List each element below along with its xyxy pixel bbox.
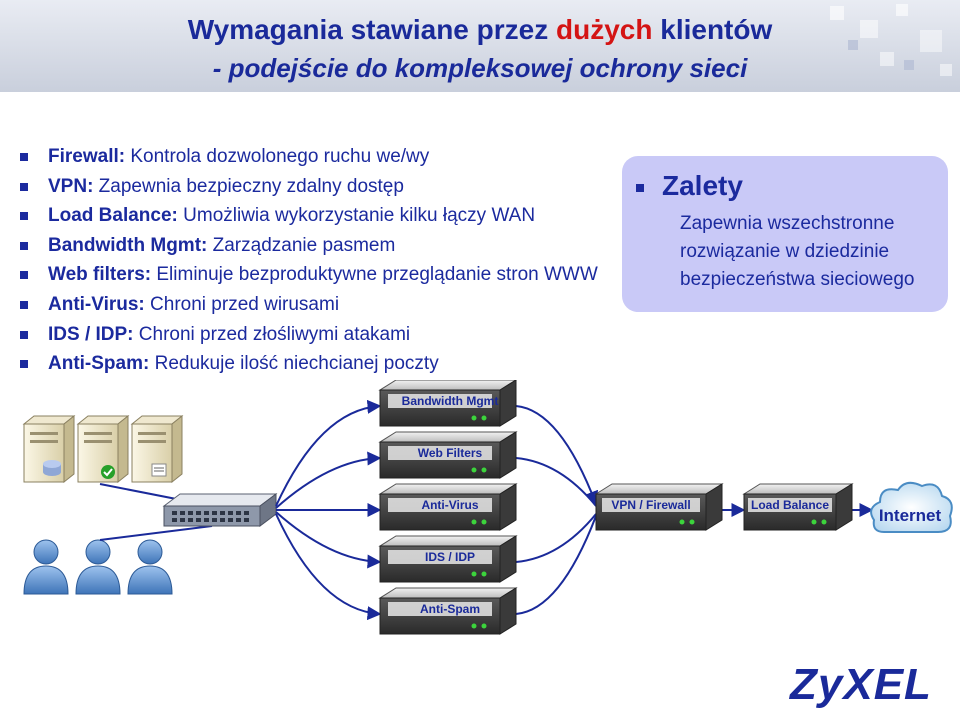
device-label: Web Filters [418,446,483,460]
list-item: Load Balance: Umożliwia wykorzystanie ki… [20,201,598,231]
title-bar: Wymagania stawiane przez dużych klientów… [0,0,960,92]
server-icon [22,414,76,484]
device-label: Anti-Virus [421,498,478,512]
device-anti-spam: Anti-Spam [378,587,518,635]
user-icon [75,539,121,595]
internet-label: Internet [879,506,942,525]
device-label: Bandwidth Mgmt [402,394,499,408]
server-icon [76,414,130,484]
bullet-square-icon [20,360,28,369]
network-diagram: Bandwidth Mgmt Web Filters Anti-Virus ID… [22,380,953,635]
device-label: Load Balance [751,498,829,512]
list-item: VPN: Zapewnia bezpieczny zdalny dostęp [20,172,598,202]
advantages-box: Zalety Zapewnia wszechstronne rozwiązani… [622,156,948,312]
bullet-square-icon [20,300,28,309]
page-subtitle: - podejście do kompleksowej ochrony siec… [212,53,748,83]
requirements-list: Firewall: Kontrola dozwolonego ruchu we/… [20,142,598,379]
bullet-square-icon [20,330,28,339]
internet-cloud-icon: Internet [870,481,953,533]
connection-arrows-left [275,399,382,621]
zyxel-logo: ZyXEL [790,660,932,709]
list-item: Anti-Virus: Chroni przed wirusami [20,290,598,320]
list-item: Anti-Spam: Redukuje ilość niechcianej po… [20,349,598,379]
device-label: IDS / IDP [425,550,475,564]
device-ids-idp: IDS / IDP [378,535,518,583]
server-icon [130,414,184,484]
device-vpn-firewall: VPN / Firewall [594,483,724,531]
advantages-text: Zapewnia wszechstronne rozwiązanie w dzi… [680,213,915,290]
bullet-square-icon [20,153,28,161]
device-bandwidth-mgmt: Bandwidth Mgmt [378,380,517,427]
bullet-square-icon [20,212,28,221]
list-item: Firewall: Kontrola dozwolonego ruchu we/… [20,142,598,172]
decorative-squares [830,4,952,76]
switch-icon [162,493,278,527]
list-item: Bandwidth Mgmt: Zarządzanie pasmem [20,231,598,261]
user-icon [127,539,173,595]
device-load-balance: Load Balance [742,483,854,531]
user-icon [23,539,69,595]
title-highlight: dużych [556,14,653,45]
list-item: Web filters: Eliminuje bezproduktywne pr… [20,260,598,290]
device-web-filters: Web Filters [378,431,518,479]
advantages-heading: Zalety [662,170,743,201]
bullet-square-icon [20,271,28,280]
device-label: Anti-Spam [420,602,480,616]
list-item: IDS / IDP: Chroni przed złośliwymi ataka… [20,320,598,350]
bullet-square-icon [20,241,28,250]
bullet-square-icon [636,184,644,192]
bullet-square-icon [20,182,28,191]
page-title: Wymagania stawiane przez dużych klientów [187,14,773,45]
device-anti-virus: Anti-Virus [378,483,518,531]
device-label: VPN / Firewall [611,498,690,512]
